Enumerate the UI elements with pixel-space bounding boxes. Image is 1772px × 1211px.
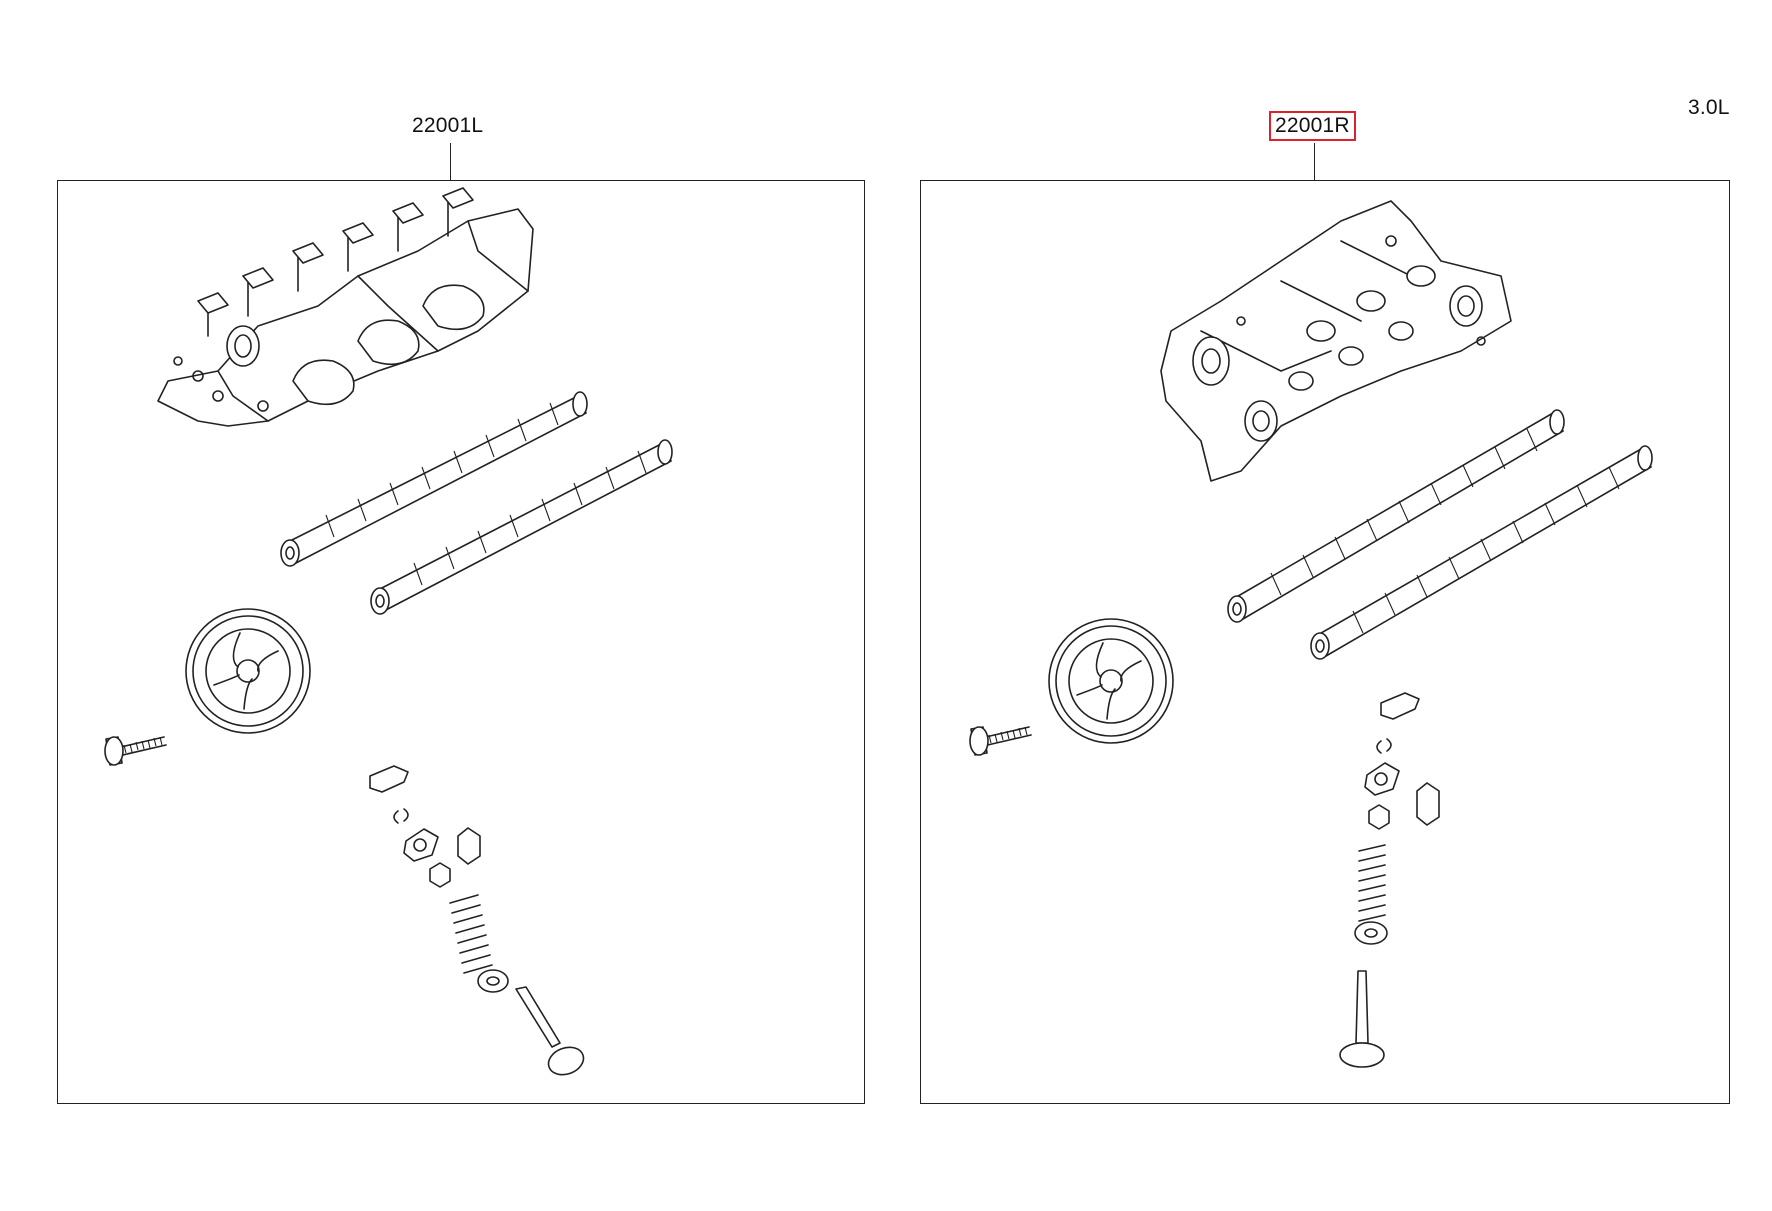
valve-spring-icon xyxy=(1358,844,1386,922)
valve-icon xyxy=(515,986,585,1076)
lash-adjuster-icon xyxy=(457,827,481,865)
camshaft-icon xyxy=(370,439,673,615)
spring-seat-icon xyxy=(1354,921,1388,945)
engine-displacement-label: 3.0L xyxy=(1688,96,1730,119)
rocker-arm-icon xyxy=(1380,692,1420,720)
valve-keeper-icon xyxy=(393,808,409,824)
valve-stem-seal-icon xyxy=(1368,804,1390,830)
leader-line-right xyxy=(1314,143,1315,181)
valve-stem-seal-icon xyxy=(429,862,451,888)
part-number-right[interactable]: 22001R xyxy=(1269,111,1356,141)
sprocket-bolt-icon xyxy=(104,736,167,766)
cam-sprocket-icon xyxy=(185,608,311,734)
lash-adjuster-icon xyxy=(1416,782,1440,826)
valve-spring-retainer-icon xyxy=(1364,762,1400,796)
spring-seat-icon xyxy=(477,969,509,993)
camshaft-icon xyxy=(1310,445,1653,660)
leader-line-left xyxy=(450,143,451,181)
valve-icon xyxy=(1339,970,1385,1068)
cylinder-head-icon xyxy=(1160,200,1512,482)
cam-sprocket-icon xyxy=(1048,618,1174,744)
assembly-panel-left xyxy=(57,180,865,1104)
valve-spring-icon xyxy=(449,894,493,974)
valve-keeper-icon xyxy=(1376,738,1392,754)
sprocket-bolt-icon xyxy=(969,726,1032,756)
assembly-panel-right xyxy=(920,180,1730,1104)
camshaft-icon xyxy=(280,391,588,567)
camshaft-icon xyxy=(1227,409,1565,623)
rocker-arm-icon xyxy=(369,765,409,793)
valve-spring-retainer-icon xyxy=(403,828,439,862)
part-number-left[interactable]: 22001L xyxy=(412,114,484,137)
cylinder-head-icon xyxy=(157,187,534,427)
